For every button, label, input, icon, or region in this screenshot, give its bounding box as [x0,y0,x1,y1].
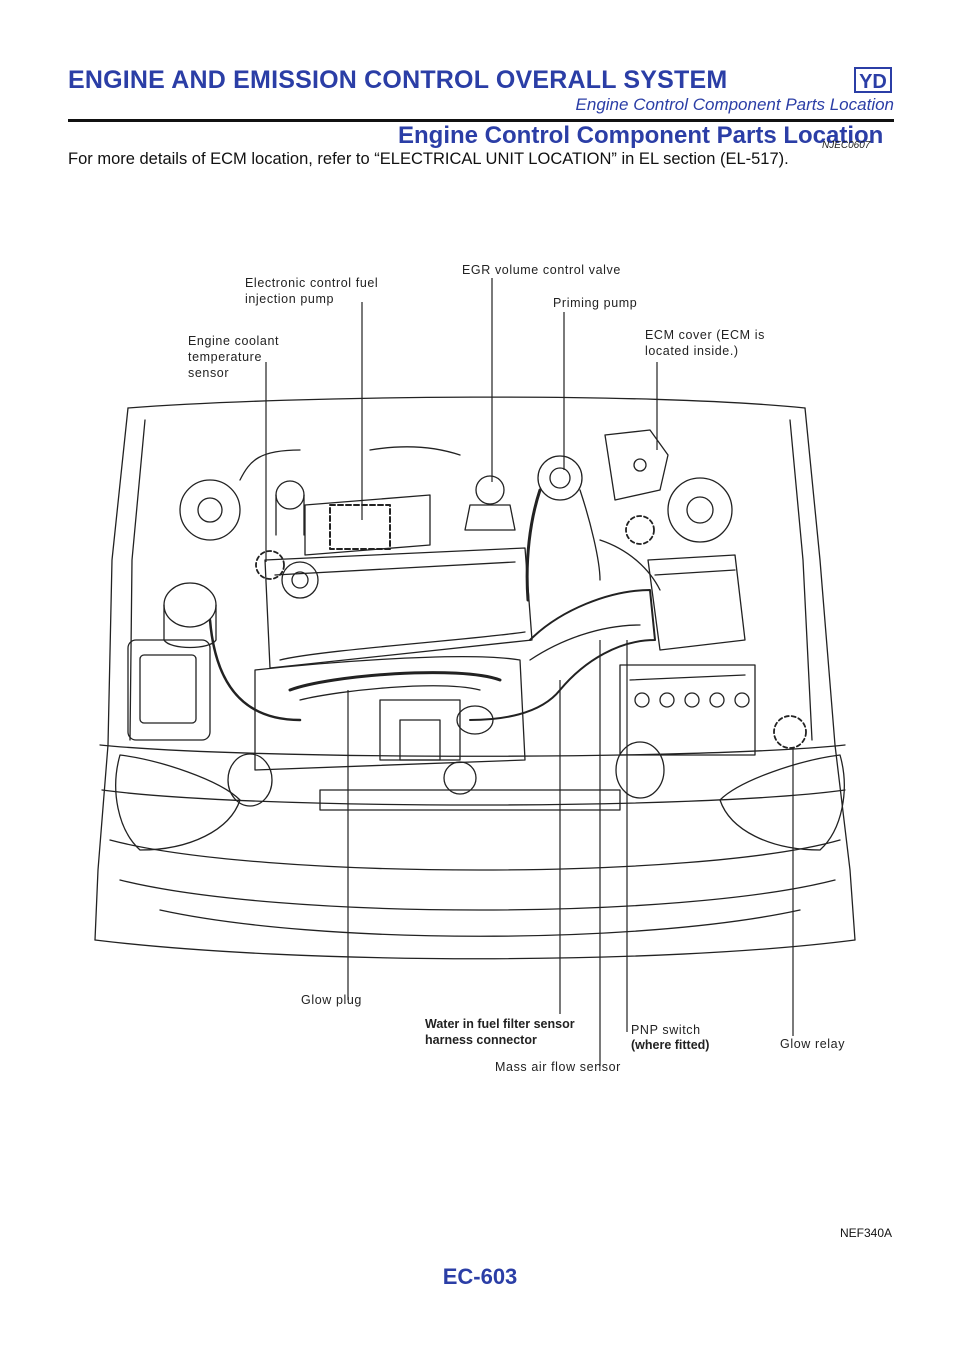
intake-manifold [254,655,526,771]
callout-pnp-switch: PNP switch [631,1023,701,1037]
egr-valve-body [475,475,505,505]
callout-ecm-cover: ECM cover (ECM is located inside.) [645,328,765,358]
section-code: NJEC0607 [822,140,871,151]
header-subtitle: Engine Control Component Parts Location [575,95,894,114]
ecm-cover-housing [604,429,669,501]
section-title: Engine Control Component Parts Location [398,122,884,149]
figure-code: NEF340A [839,1226,892,1240]
callout-glow-plug: Glow plug [301,993,362,1007]
fuse-box [127,639,211,741]
coolant-reservoir [163,582,217,628]
callout-engine-coolant-temperature-sensor: Engine coolant temperature sensor [188,334,280,380]
injection-pump-body [304,494,431,556]
hood-outline [127,396,806,409]
callout-electronic-control-fuel-injection-pump: Electronic control fuel injection pump [245,276,379,306]
air-cleaner [647,554,746,651]
engine-bay-diagram [94,278,856,1066]
callout-mass-air-flow-sensor: Mass air flow sensor [495,1060,621,1074]
callout-priming-pump: Priming pump [553,296,638,310]
callout-egr-volume-control-valve: EGR volume control valve [462,263,621,277]
engine-badge: YD [854,67,892,93]
callout-pnp-where-fitted: (where fitted) [631,1038,710,1052]
headlamp-left [115,754,241,851]
strut-tower-left [179,479,241,541]
priming-pump-cap [537,455,583,501]
engine-cover [264,547,533,669]
strut-tower-right [667,477,733,543]
headlamp-right [719,754,845,851]
radiator-hose [208,618,302,722]
intake-duct [469,589,656,721]
callout-glow-relay: Glow relay [780,1037,846,1051]
header-title: ENGINE AND EMISSION CONTROL OVERALL SYST… [68,66,728,94]
page-header: ENGINE AND EMISSION CONTROL OVERALL SYST… [68,66,894,120]
battery [619,664,756,756]
page-number: EC-603 [442,1264,518,1289]
callout-water-in-fuel-filter-sensor: Water in fuel filter sensor harness conn… [425,1017,575,1047]
intro-text: For more details of ECM location, refer … [68,150,789,168]
front-bumper [99,744,846,757]
header-divider [68,119,894,122]
